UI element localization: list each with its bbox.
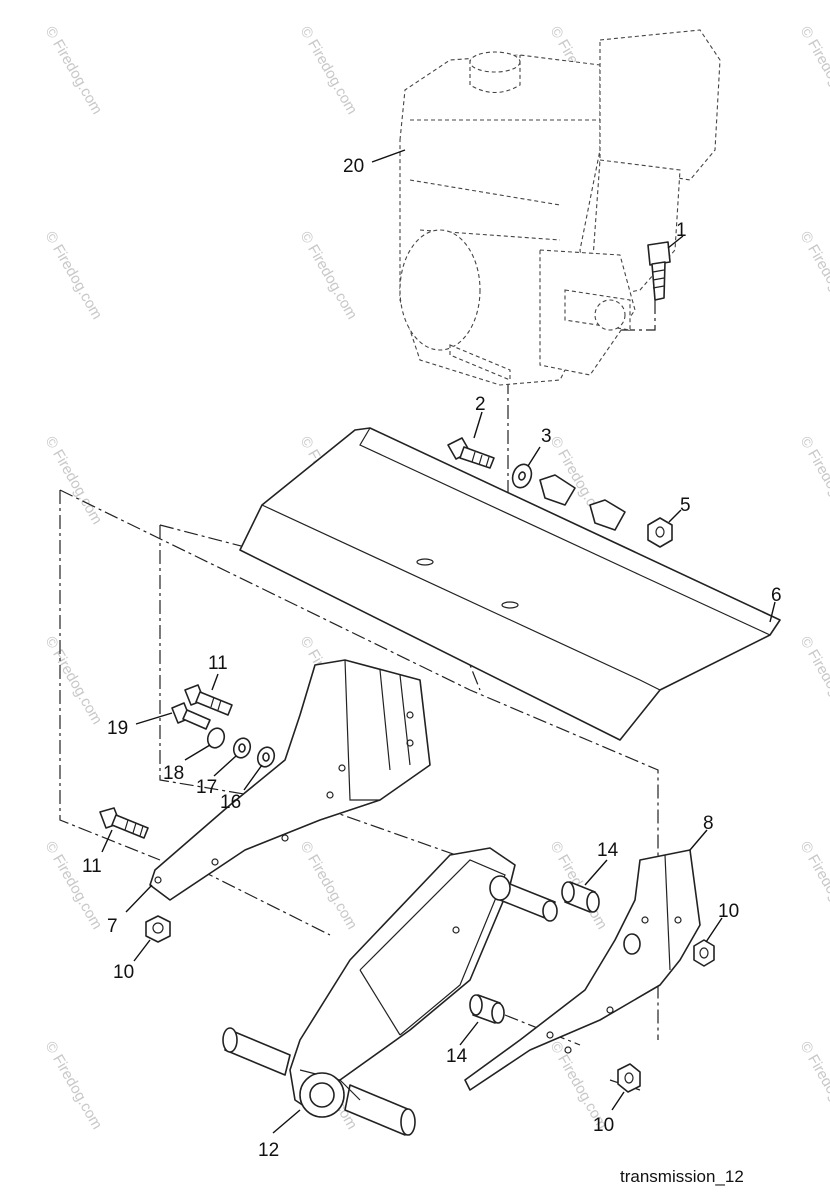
callout-14-lower: 14 — [446, 1046, 468, 1067]
watermark-text: © Firedog.com — [42, 1039, 106, 1133]
callout-16: 16 — [220, 792, 241, 813]
callout-1: 1 — [676, 220, 687, 241]
bracket-8 — [464, 849, 701, 1091]
watermark-text: © Firedog.com — [797, 229, 830, 323]
bolt-11-upper — [184, 684, 233, 716]
callout-20: 20 — [343, 156, 364, 177]
callout-11-lower: 11 — [82, 856, 102, 877]
callout-12: 12 — [258, 1140, 279, 1161]
callout-2: 2 — [475, 394, 486, 415]
callout-17: 17 — [196, 777, 217, 798]
nut-10-bottom — [617, 1063, 641, 1093]
callout-7: 7 — [107, 916, 118, 937]
watermark-text: © Firedog.com — [42, 24, 106, 118]
nut-10-left — [145, 915, 171, 943]
nut-10-right — [693, 939, 715, 967]
watermark-text: © Firedog.com — [297, 839, 361, 933]
bolt-11-lower — [99, 807, 149, 839]
watermark-text: © Firedog.com — [797, 1039, 830, 1133]
callout-6: 6 — [771, 585, 782, 606]
washer-18 — [206, 727, 226, 749]
watermark-text: © Firedog.com — [797, 634, 830, 728]
watermark-text: © Firedog.com — [797, 434, 830, 528]
callout-14-upper: 14 — [597, 840, 619, 861]
bolt-2 — [447, 437, 495, 469]
bolt-19 — [171, 702, 211, 730]
watermark-text: © Firedog.com — [297, 229, 361, 323]
watermark-text: © Firedog.com — [797, 24, 830, 118]
callout-18: 18 — [163, 763, 184, 784]
watermark-text: © Firedog.com — [297, 24, 361, 118]
watermark-text: © Firedog.com — [42, 434, 106, 528]
bearing-14-lower — [469, 994, 505, 1024]
callout-11-upper: 11 — [208, 653, 228, 674]
watermark-text: © Firedog.com — [42, 634, 106, 728]
washer-3 — [511, 463, 533, 489]
watermark-text: © Firedog.com — [797, 839, 830, 933]
bolt-1 — [647, 241, 671, 301]
nut-5 — [647, 517, 673, 548]
watermark-text: © Firedog.com — [42, 229, 106, 323]
bearing-14-upper — [561, 881, 600, 913]
callout-10-bottom: 10 — [593, 1115, 614, 1136]
washer-16 — [256, 746, 276, 768]
washer-17 — [232, 737, 252, 759]
callout-10-right: 10 — [718, 901, 739, 922]
diagram-caption: transmission_12 — [620, 1167, 744, 1186]
tine-shield-6 — [239, 427, 781, 741]
leader-lines — [101, 149, 776, 1134]
engine — [399, 29, 721, 386]
callout-19: 19 — [107, 718, 128, 739]
callout-3: 3 — [541, 426, 552, 447]
callout-5: 5 — [680, 495, 691, 516]
callout-labels: 20 1 2 3 5 6 11 19 18 17 16 11 7 10 14 8… — [82, 156, 782, 1161]
bracket-7 — [149, 659, 431, 901]
chain-case-12 — [222, 847, 558, 1136]
watermark-text: © Firedog.com — [42, 839, 106, 933]
callout-10-left: 10 — [113, 962, 134, 983]
callout-8: 8 — [703, 813, 714, 834]
